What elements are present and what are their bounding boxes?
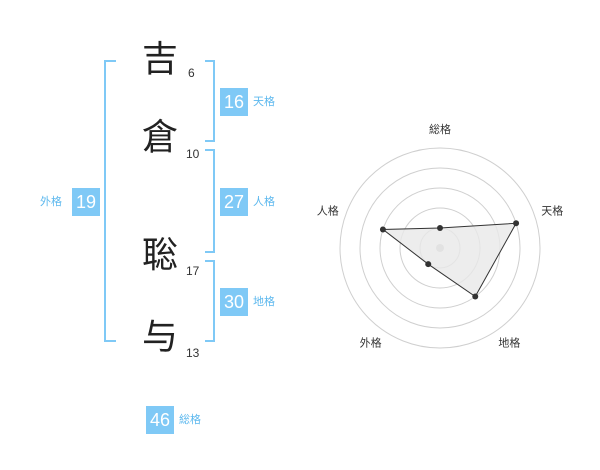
radar-area [381, 222, 517, 298]
chikaku-bracket [205, 260, 215, 342]
tenkaku-label: 天格 [253, 95, 275, 108]
tenkaku-bracket [205, 60, 215, 142]
name-char-1: 吉 [141, 39, 178, 80]
stroke-count-1: 6 [188, 66, 195, 80]
radar-point [437, 225, 443, 231]
chikaku-value: 30 [220, 288, 248, 316]
stroke-count-2: 10 [186, 147, 200, 161]
jinkaku-bracket [205, 149, 215, 253]
name-char-3: 聡 [141, 235, 178, 276]
soukaku-label: 総格 [179, 413, 201, 426]
gaikaku-label: 外格 [40, 195, 62, 208]
stroke-count-3: 17 [186, 264, 200, 278]
jinkaku-label: 人格 [253, 195, 275, 208]
chikaku-label: 地格 [253, 295, 275, 308]
radar-axis-label: 人格 [317, 204, 339, 218]
radar-point [472, 293, 479, 300]
soukaku-value: 46 [146, 406, 174, 434]
name-char-4: 与 [141, 317, 178, 358]
tenkaku-value: 16 [220, 88, 248, 116]
radar-point [379, 226, 386, 233]
radar-point [513, 220, 520, 227]
name-char-2: 倉 [141, 117, 178, 158]
radar-axis-label: 天格 [541, 204, 563, 218]
radar-ring [339, 147, 541, 349]
radar-axis-label: 地格 [498, 335, 520, 349]
gaikaku-bracket [104, 60, 116, 342]
stroke-count-4: 13 [186, 346, 200, 360]
radar-axis-label: 総格 [429, 122, 451, 136]
radar-point [425, 261, 432, 268]
radar-axis-label: 外格 [360, 335, 382, 349]
jinkaku-value: 27 [220, 188, 248, 216]
gaikaku-value: 19 [72, 188, 100, 216]
radar-ring [359, 167, 521, 329]
